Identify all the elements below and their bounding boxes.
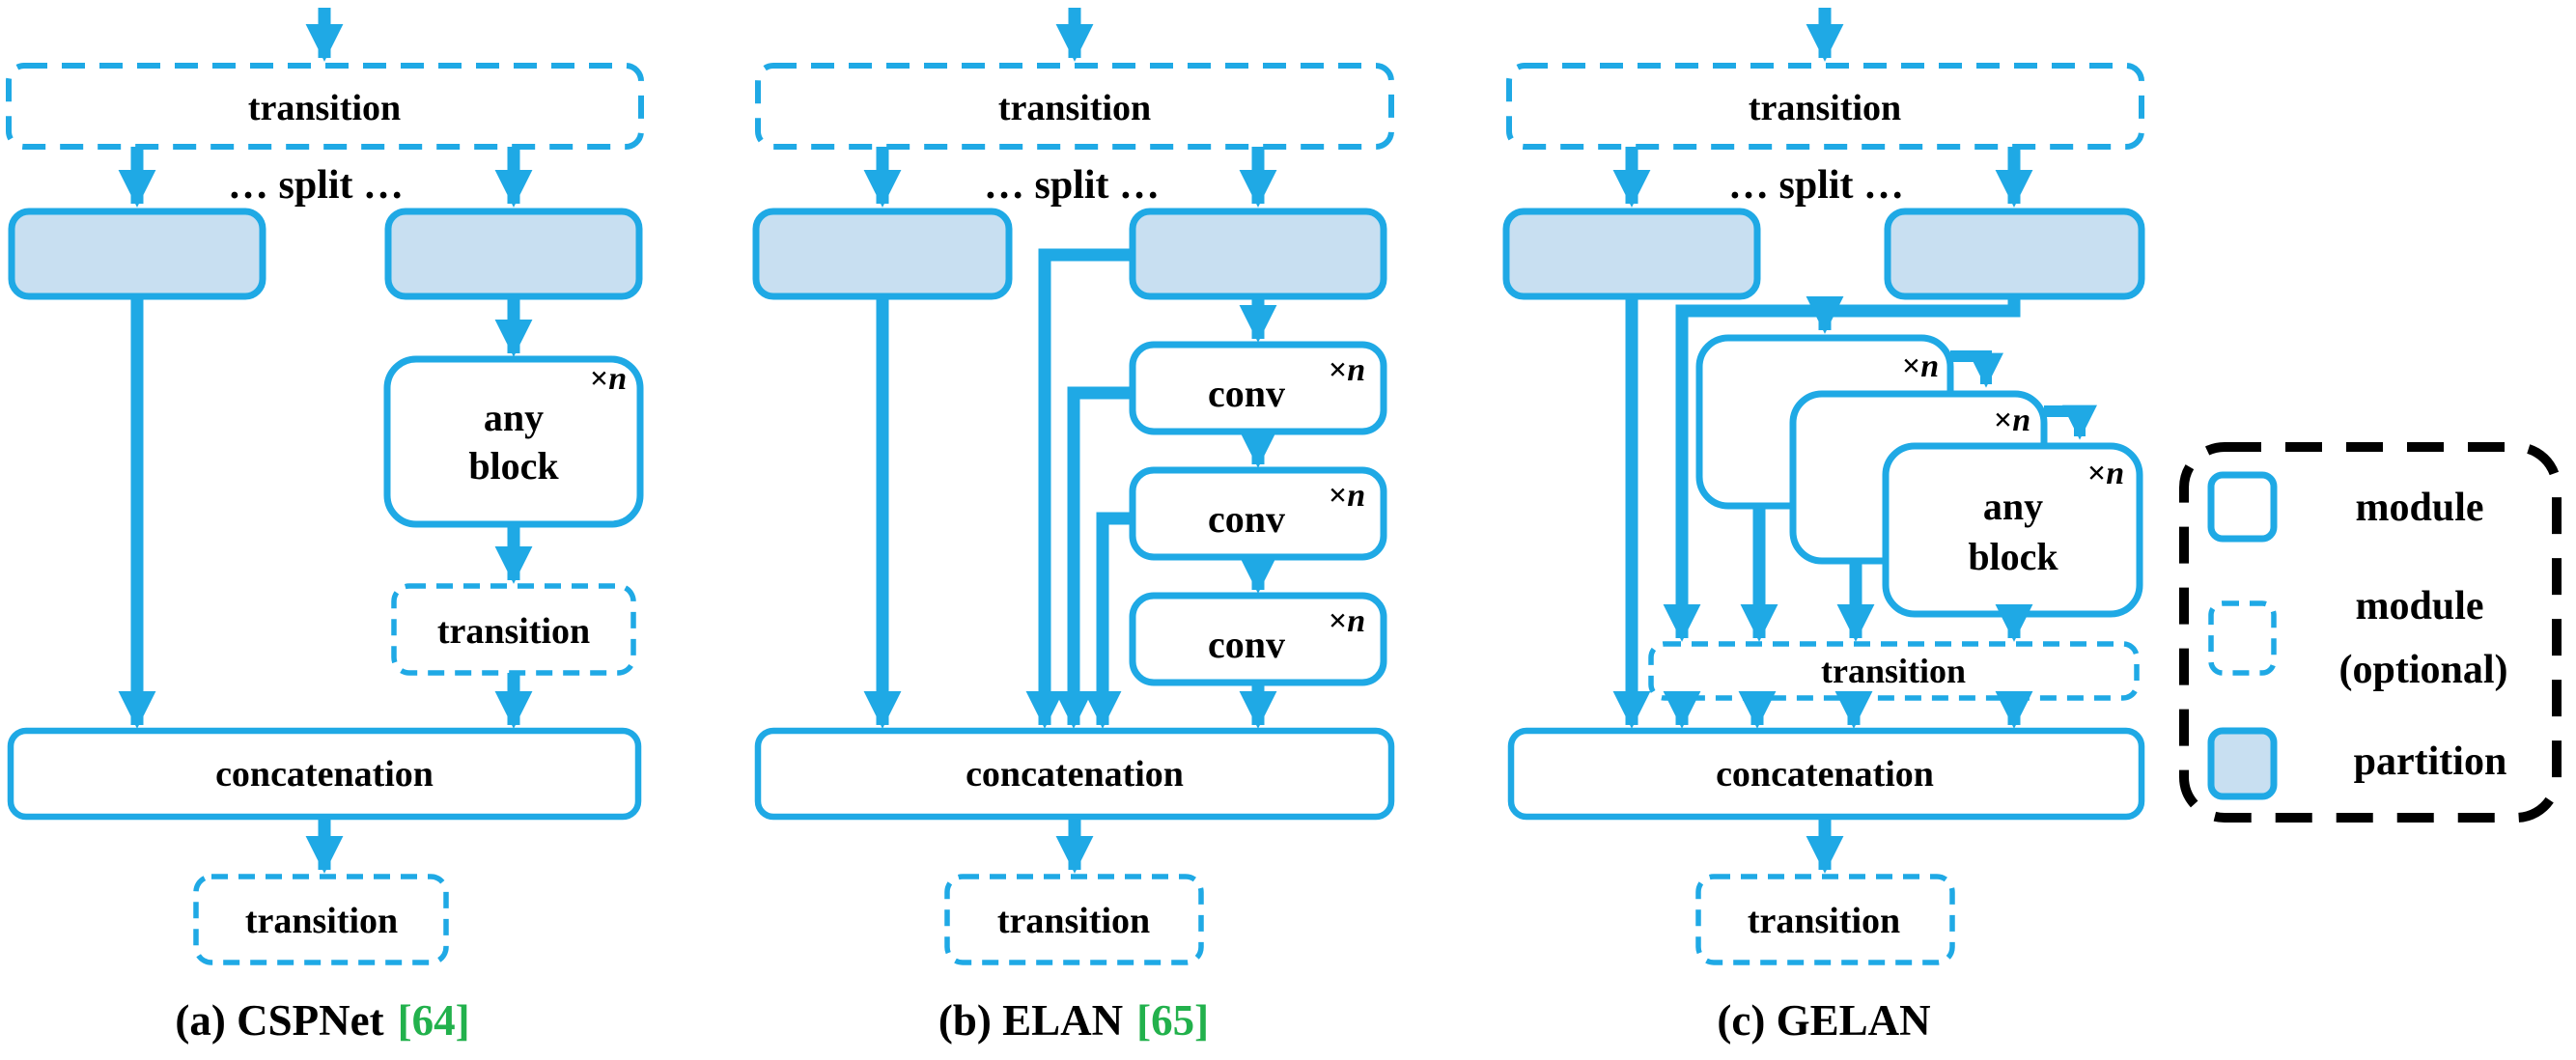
elbow-block1-to-block2 bbox=[1950, 350, 2003, 388]
legend-optional-label-line2: (optional) bbox=[2338, 648, 2507, 692]
citation-65: [65] bbox=[1136, 996, 1209, 1045]
concatenation-label: concatenation bbox=[1716, 754, 1934, 795]
transition-label: transition bbox=[248, 88, 401, 128]
transition-label: transition bbox=[1748, 901, 1900, 941]
partition-right bbox=[1129, 208, 1387, 300]
elbow-block2-to-block3 bbox=[2044, 404, 2097, 440]
repeat-count-label: ×n bbox=[2087, 456, 2124, 491]
skip-line-partition bbox=[1025, 248, 1133, 729]
partition-left bbox=[8, 208, 266, 300]
panel-elan: transition … split … ×n conv ×n conv ×n … bbox=[752, 8, 1395, 1045]
panel-cspnet: transition … split … ×n any block transi… bbox=[6, 8, 644, 1045]
split-label: … split … bbox=[1728, 163, 1904, 208]
partition-right bbox=[1884, 208, 2145, 300]
n-symbol: n bbox=[2106, 456, 2124, 491]
any-block-label-line2: block bbox=[468, 444, 559, 488]
legend-partition-label: partition bbox=[2354, 739, 2507, 784]
n-symbol: n bbox=[2012, 403, 2030, 438]
n-symbol: n bbox=[1920, 349, 1939, 384]
concatenation-label: concatenation bbox=[966, 754, 1184, 795]
transition-box-top bbox=[1506, 63, 2144, 150]
transition-label: transition bbox=[997, 901, 1150, 941]
partition-left bbox=[1502, 208, 1761, 300]
split-label: … split … bbox=[984, 163, 1160, 208]
transition-box-top bbox=[755, 63, 1394, 150]
concatenation-label: concatenation bbox=[215, 754, 434, 795]
module-swatch-icon bbox=[2207, 471, 2278, 543]
times-symbol: × bbox=[2087, 456, 2106, 491]
partition-left bbox=[752, 208, 1013, 300]
conv3-label: conv bbox=[1208, 623, 1285, 666]
transition-label: transition bbox=[1821, 652, 1966, 690]
transition-box-top bbox=[6, 63, 644, 150]
times-symbol: × bbox=[590, 361, 608, 397]
n-symbol: n bbox=[1347, 352, 1365, 388]
n-symbol: n bbox=[1347, 478, 1365, 514]
transition-label: transition bbox=[1749, 88, 1901, 128]
transition-box-bottom bbox=[1695, 874, 1955, 965]
any-block-label-line2: block bbox=[1968, 535, 2058, 578]
repeat-count-label: ×n bbox=[1329, 603, 1365, 639]
legend-border bbox=[2179, 442, 2562, 823]
repeat-count-label: ×n bbox=[1994, 403, 2030, 438]
n-symbol: n bbox=[1347, 603, 1365, 639]
conv1-label: conv bbox=[1208, 372, 1285, 415]
transition-box-bottom bbox=[193, 874, 449, 965]
n-symbol: n bbox=[608, 361, 627, 397]
skip-line-conv1 bbox=[1054, 386, 1133, 729]
transition-box-bottom bbox=[944, 874, 1204, 965]
skip-line-partition bbox=[1663, 296, 2021, 642]
panel-gelan: transition … split … ×n ×n ×n any block … bbox=[1502, 8, 2145, 1045]
times-symbol: × bbox=[1329, 352, 1347, 388]
transition-label: transition bbox=[437, 611, 590, 652]
transition-box-wide bbox=[1648, 641, 2140, 701]
any-block-label-line1: any bbox=[484, 396, 544, 439]
caption-text: (c) GELAN bbox=[1717, 996, 1930, 1045]
legend-optional-label-line1: module bbox=[2355, 584, 2483, 628]
citation-64: [64] bbox=[398, 996, 470, 1045]
caption-cspnet: (a) CSPNet [64] bbox=[175, 996, 469, 1045]
legend: module module (optional) partition bbox=[2179, 442, 2562, 823]
partition-swatch-icon bbox=[2207, 727, 2278, 800]
legend-module-label: module bbox=[2355, 486, 2483, 530]
times-symbol: × bbox=[1994, 403, 2012, 438]
repeat-count-label: ×n bbox=[1902, 349, 1939, 384]
times-symbol: × bbox=[1902, 349, 1920, 384]
conv2-label: conv bbox=[1208, 497, 1285, 541]
times-symbol: × bbox=[1329, 603, 1347, 639]
split-label: … split … bbox=[228, 163, 404, 208]
caption-text: (a) CSPNet bbox=[175, 996, 383, 1045]
times-symbol: × bbox=[1329, 478, 1347, 514]
any-block-label-line1: any bbox=[1983, 485, 2043, 528]
partition-right bbox=[384, 208, 643, 300]
repeat-count-label: ×n bbox=[1329, 478, 1365, 514]
caption-gelan: (c) GELAN bbox=[1717, 996, 1930, 1045]
module-optional-swatch-icon bbox=[2208, 600, 2277, 676]
transition-label: transition bbox=[245, 901, 398, 941]
caption-elan: (b) ELAN [65] bbox=[938, 996, 1209, 1045]
transition-label: transition bbox=[998, 88, 1151, 128]
repeat-count-label: ×n bbox=[1329, 352, 1365, 388]
skip-line-conv2 bbox=[1083, 512, 1133, 729]
caption-text: (b) ELAN bbox=[938, 996, 1123, 1045]
repeat-count-label: ×n bbox=[590, 361, 627, 397]
